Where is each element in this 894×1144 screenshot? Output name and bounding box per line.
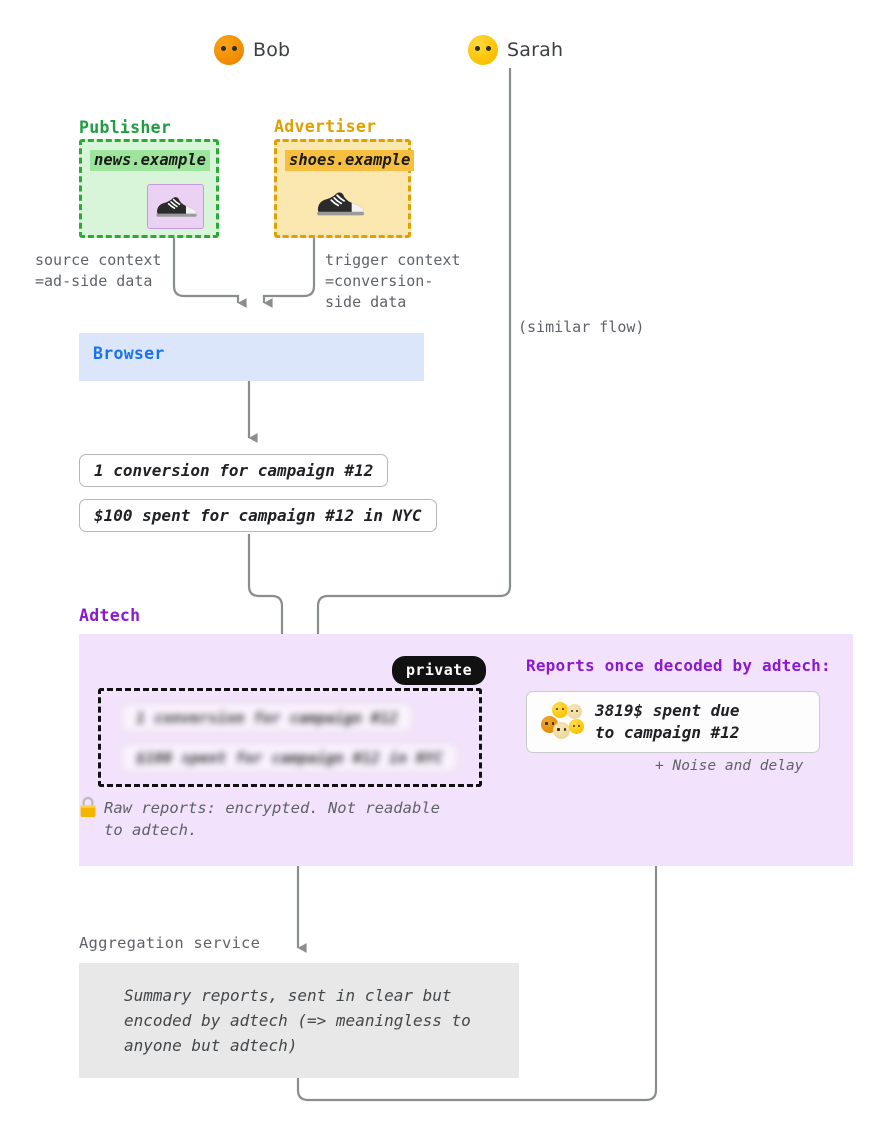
summary-reports-box: Summary reports, sent in clear but encod… xyxy=(79,963,519,1078)
private-badge: private xyxy=(392,656,487,685)
adtech-caption: Adtech xyxy=(79,606,141,625)
wire-advertiser-to-browser xyxy=(262,238,316,308)
advertiser-box: shoes.example xyxy=(274,139,415,238)
publisher-caption: Publisher xyxy=(79,118,172,137)
similar-flow-annotation: (similar flow) xyxy=(518,318,645,336)
persona-name: Sarah xyxy=(507,39,564,61)
persona-sarah: Sarah xyxy=(468,35,563,65)
noise-and-delay-note: + Noise and delay xyxy=(655,758,804,774)
sneaker-icon xyxy=(155,196,197,217)
raw-report-pill: $100 spent for campaign #12 in NYC xyxy=(79,499,437,532)
private-region: 1 conversion for campaign #12 $100 spent… xyxy=(98,688,482,787)
summary-reports-text: Summary reports, sent in clear but encod… xyxy=(124,986,471,1055)
advertiser-product xyxy=(313,190,367,218)
encryption-note: Raw reports: encrypted. Not readable to … xyxy=(79,797,499,841)
user-cluster-icon xyxy=(541,702,585,742)
advertiser-caption: Advertiser xyxy=(274,117,377,136)
ad-slot[interactable] xyxy=(147,184,204,229)
browser-band: Browser xyxy=(79,333,424,381)
decoded-reports-heading: Reports once decoded by adtech: xyxy=(526,656,831,675)
publisher-box: news.example xyxy=(79,139,219,238)
encryption-note-text: Raw reports: encrypted. Not readable to … xyxy=(104,799,440,839)
persona-bob: Bob xyxy=(214,35,290,65)
encrypted-report-pill: 1 conversion for campaign #12 xyxy=(121,703,413,732)
face-icon xyxy=(468,35,498,65)
aggregation-service-label: Aggregation service xyxy=(79,934,261,952)
trigger-context-annotation: trigger context =conversion- side data xyxy=(325,251,461,311)
face-icon xyxy=(214,35,244,65)
publisher-origin-chip: news.example xyxy=(90,150,210,171)
adtech-band: private 1 conversion for campaign #12 $1… xyxy=(79,634,853,866)
raw-report-pill: 1 conversion for campaign #12 xyxy=(79,454,389,487)
source-context-annotation: source context =ad-side data xyxy=(35,251,162,290)
persona-name: Bob xyxy=(253,39,291,61)
lock-icon xyxy=(80,797,96,817)
private-badge-wrap: private xyxy=(392,656,487,685)
encrypted-report-pill: $100 spent for campaign #12 in NYC xyxy=(121,743,459,772)
sneaker-icon xyxy=(317,192,365,216)
browser-label: Browser xyxy=(93,344,165,363)
decoded-report-text: 3819$ spent due to campaign #12 xyxy=(595,701,740,742)
advertiser-origin-chip: shoes.example xyxy=(285,150,415,171)
decoded-report-box: 3819$ spent due to campaign #12 xyxy=(526,691,820,753)
